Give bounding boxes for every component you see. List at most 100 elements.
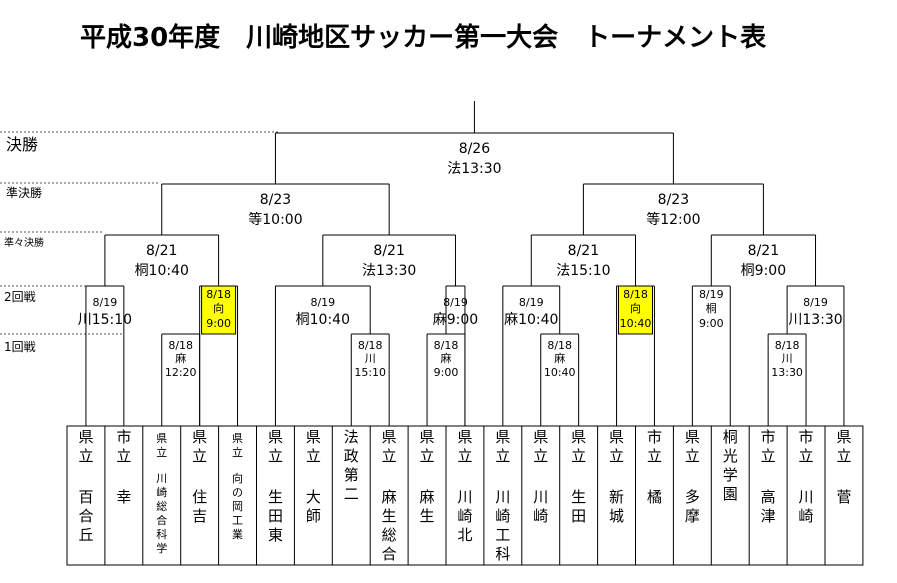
team-prefix-char: 県 (457, 428, 472, 446)
r1-match-venue: 川 (365, 352, 376, 365)
team-name-char: 生 (268, 488, 283, 506)
team-name-char: 業 (232, 528, 243, 541)
team-prefix-char: 立 (116, 447, 131, 465)
qf-match-date: 8/21 (748, 243, 779, 259)
team-name-char: 田 (571, 507, 586, 525)
qf-match-date: 8/21 (568, 243, 599, 259)
team-name-char: 川 (533, 488, 548, 506)
team-name-char: 科 (495, 545, 510, 563)
team-name-char: 合 (78, 507, 93, 525)
team-prefix-char: 立 (232, 445, 243, 459)
round-labels: 決勝 準決勝 準々決勝 2回戦 1回戦 (0, 131, 280, 354)
team-prefix-char: 県 (609, 428, 624, 446)
team-prefix-char: 県 (420, 428, 435, 446)
team-name-char: 川 (799, 488, 814, 506)
r2-match-date: 8/19 (699, 288, 724, 301)
team-prefix-char: 市 (116, 428, 131, 446)
team-prefix-char: 立 (420, 447, 435, 465)
team-name-char: 幸 (116, 488, 131, 506)
team-name-char: 百 (78, 488, 93, 506)
r2-match-time: 9:00 (699, 317, 724, 330)
team-prefix-char: 県 (382, 428, 397, 446)
team-name-char: 崎 (495, 507, 510, 525)
team-prefix-char: 立 (192, 447, 207, 465)
r1-match-time: 10:40 (544, 366, 576, 379)
r2-match-venue: 向 (213, 301, 224, 315)
team-name-char: 田 (268, 507, 283, 525)
team-15: 市立橘 (647, 428, 662, 506)
team-name-char: 川 (156, 472, 167, 485)
final-match-info: 法13:30 (447, 161, 501, 177)
team-name-char: 合 (156, 513, 167, 527)
r2-match-date: 8/18 (623, 288, 648, 301)
qf-match-info: 桐10:40 (135, 263, 189, 279)
r1-match-time: 9:00 (434, 366, 459, 379)
team-name-char: 生 (382, 507, 397, 525)
team-name-char: 大 (306, 488, 321, 506)
team-name-char: 川 (495, 488, 510, 506)
team-name-char: 学 (723, 466, 738, 484)
team-name-char: 丘 (78, 526, 93, 544)
sf-match-info: 等10:00 (248, 211, 302, 228)
team-name-char: 生 (420, 507, 435, 525)
team-name-char: 二 (344, 485, 359, 503)
team-prefix-char: 県 (192, 428, 207, 446)
highlight-box (201, 285, 237, 335)
team-name-char: 第 (344, 466, 359, 484)
r2-match-date: 8/19 (443, 296, 468, 309)
r2-match-date: 8/19 (310, 296, 335, 309)
qf-match-info: 法13:30 (362, 263, 416, 279)
team-prefix-char: 立 (457, 447, 472, 465)
team-prefix-char: 立 (799, 447, 814, 465)
r1-match-time: 15:10 (354, 366, 386, 379)
team-name-char: 東 (268, 526, 283, 544)
team-boxes: 県立百合丘市立幸県立川崎総合科学県立住吉県立向の岡工業県立生田東県立大師法政第二… (66, 425, 864, 566)
team-prefix-char: 市 (647, 428, 662, 446)
team-prefix-char: 立 (306, 447, 321, 465)
r1-match-venue: 川 (782, 352, 793, 365)
team-name-char: 新 (609, 488, 624, 506)
team-prefix-char: 立 (268, 447, 283, 465)
r2-match-info: 麻10:40 (504, 312, 558, 328)
team-name-char: 崎 (533, 507, 548, 525)
qf-match-info: 桐9:00 (741, 263, 786, 279)
team-prefix-char: 県 (836, 428, 851, 446)
team-name-char: 城 (609, 507, 624, 525)
qf-match-date: 8/21 (373, 243, 404, 259)
r1-match-date: 8/18 (168, 339, 193, 352)
team-prefix-char: 県 (306, 428, 321, 446)
r1-match-date: 8/18 (775, 339, 800, 352)
team-prefix-char: 県 (268, 428, 283, 446)
r2-match-venue: 桐 (706, 301, 717, 315)
team-name-char: 麻 (420, 488, 435, 506)
team-prefix-char: 県 (571, 428, 586, 446)
team-name-char: 総 (156, 499, 167, 513)
round-label-semifinal: 準決勝 (6, 185, 42, 200)
team-name-char: 高 (761, 488, 776, 506)
sf-match-date: 8/23 (658, 192, 689, 208)
round-label-final: 決勝 (6, 135, 38, 154)
r2-match-info: 麻9:00 (433, 312, 478, 328)
team-prefix-char: 立 (836, 447, 851, 465)
sf-match-date: 8/23 (260, 192, 291, 208)
team-name-char: の (232, 486, 243, 499)
team-name-char: 摩 (685, 507, 700, 525)
team-prefix-char: 県 (533, 428, 548, 446)
team-name-char: 合 (382, 545, 397, 563)
team-box-frame (66, 425, 864, 566)
r2-match-date: 8/19 (93, 296, 118, 309)
r1-match-date: 8/18 (547, 339, 572, 352)
r2-match-date: 8/19 (519, 296, 544, 309)
team-name-char: 住 (192, 488, 207, 506)
r1-match-date: 8/18 (358, 339, 383, 352)
